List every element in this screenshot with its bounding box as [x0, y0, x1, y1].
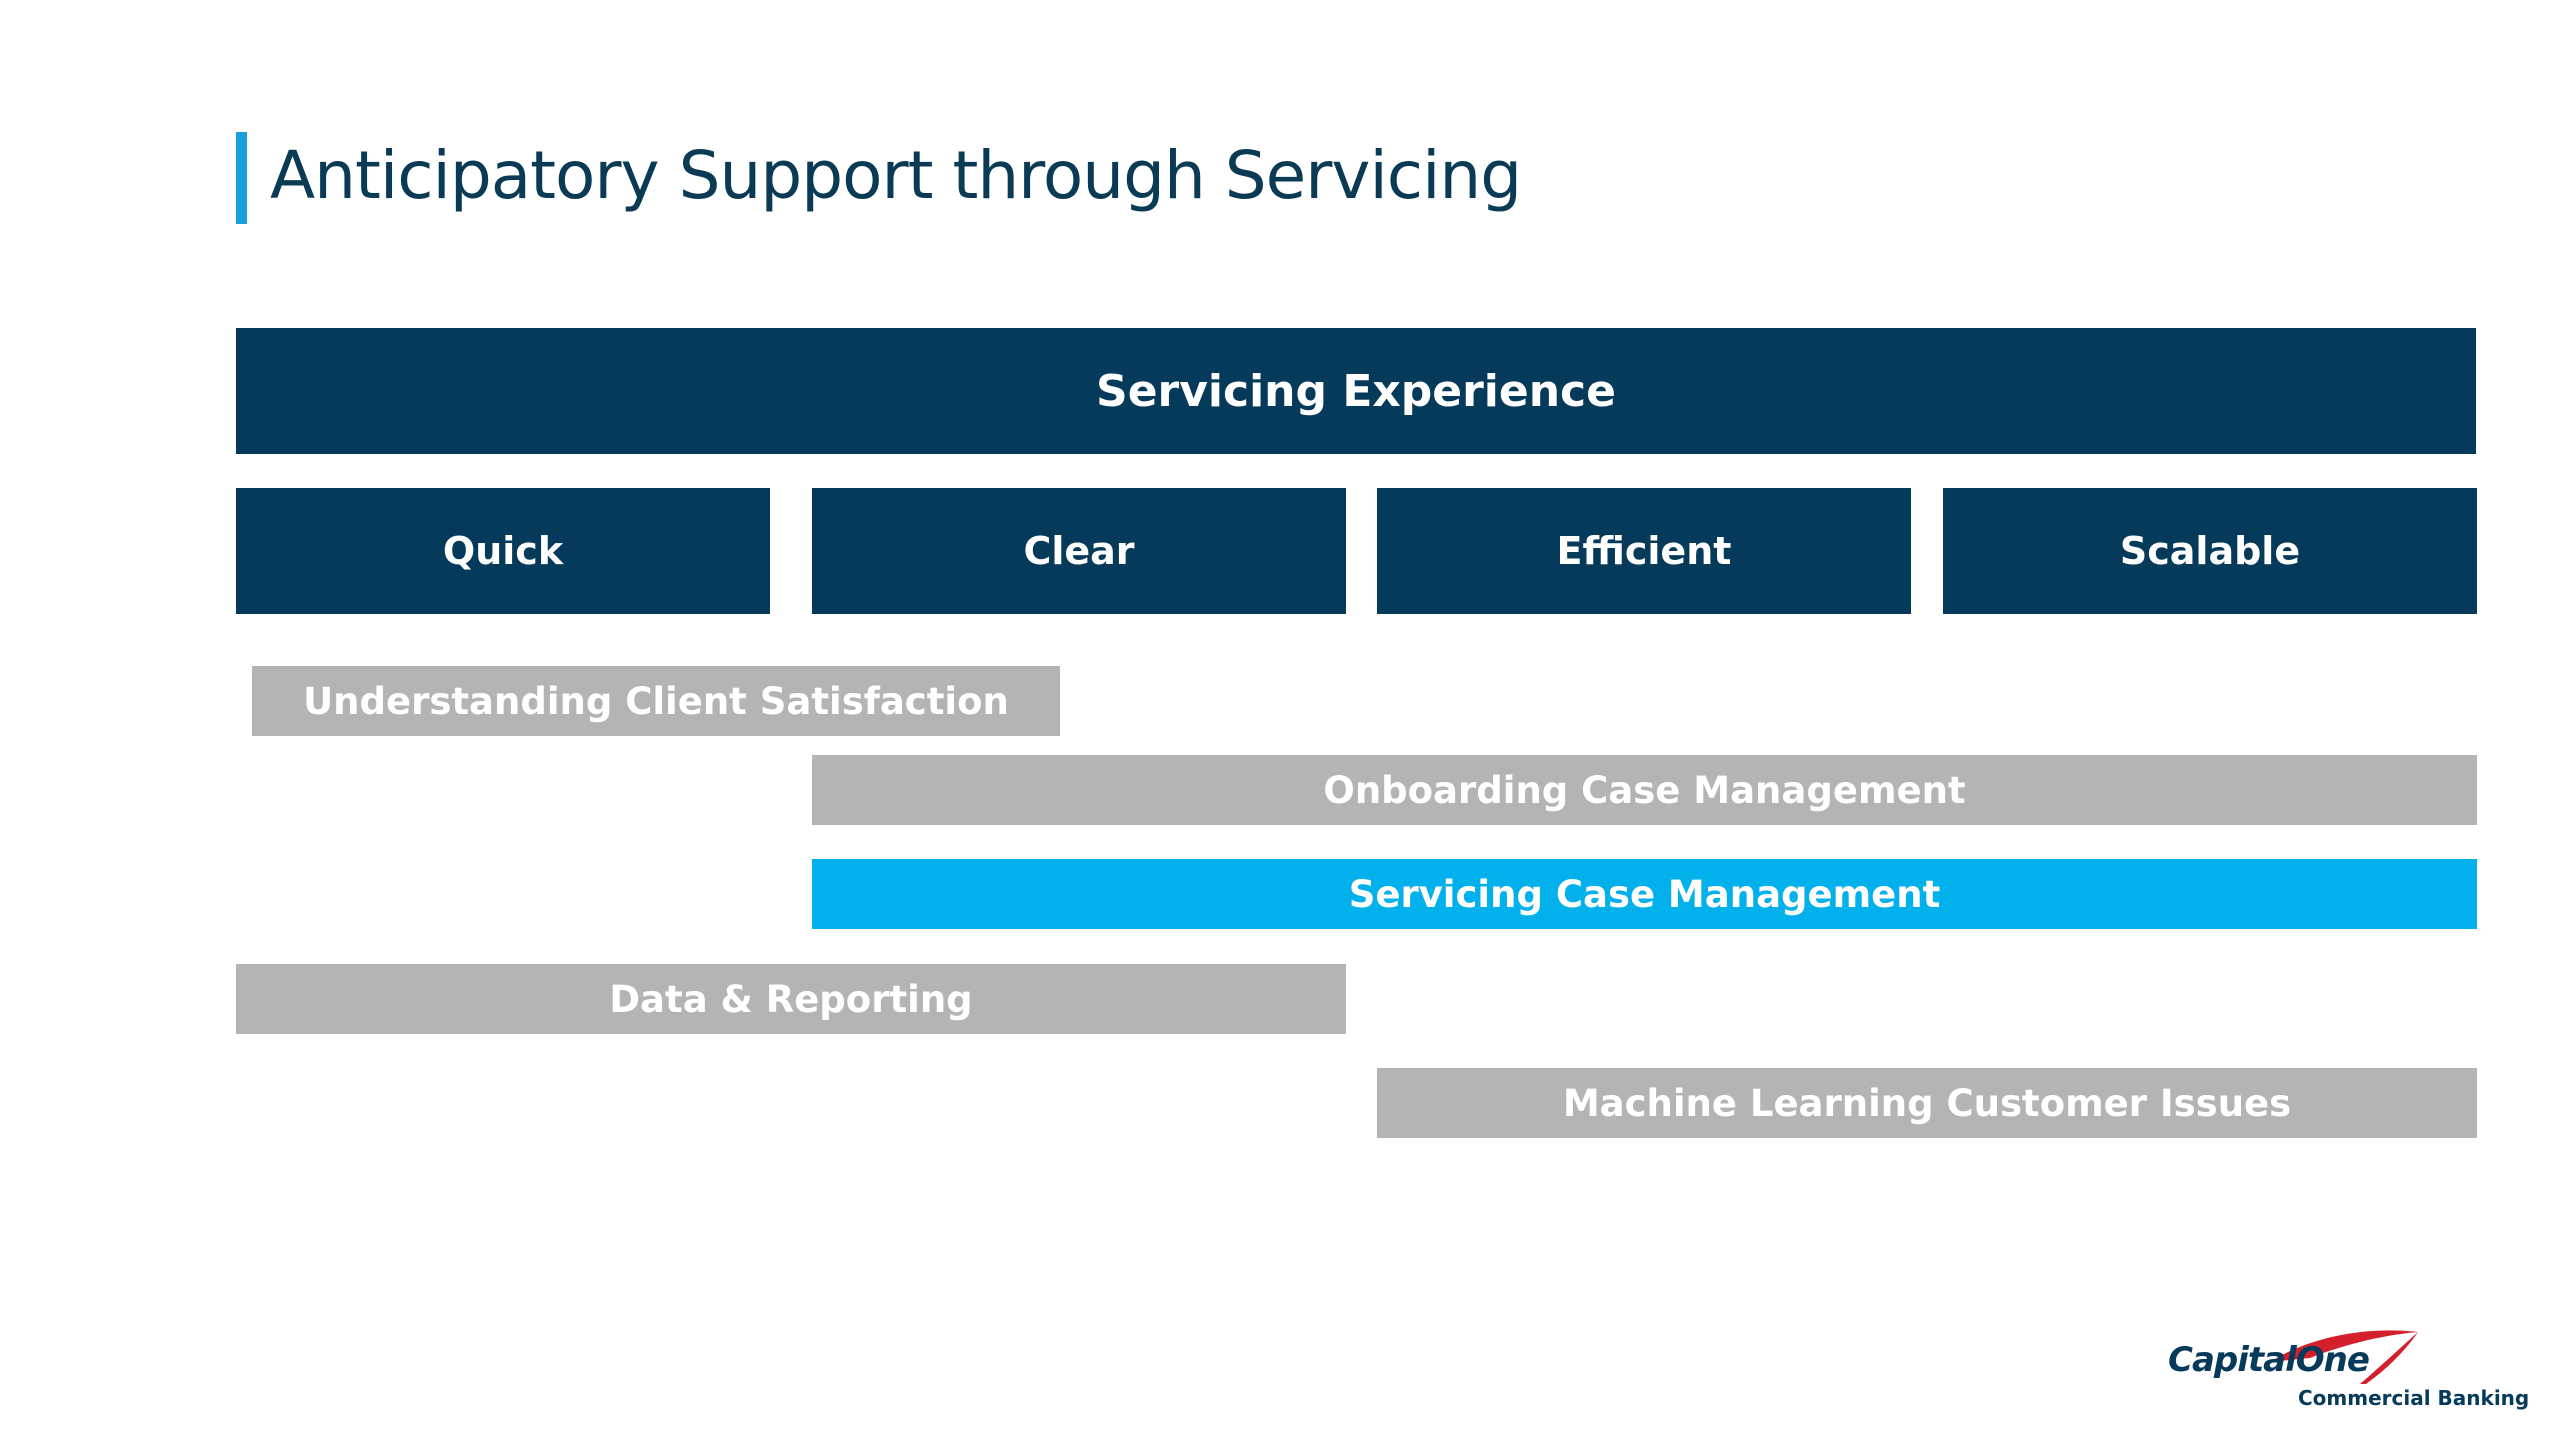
initiative-onboarding-case-management: Onboarding Case Management — [812, 755, 2477, 825]
capital-one-swoosh-icon — [2270, 1330, 2418, 1384]
pillar-scalable: Scalable — [1943, 488, 2477, 614]
servicing-experience-header: Servicing Experience — [236, 328, 2476, 454]
pillar-clear: Clear — [812, 488, 1346, 614]
initiative-servicing-case-management: Servicing Case Management — [812, 859, 2477, 929]
slide-title: Anticipatory Support through Servicing — [270, 137, 1522, 214]
logo-wordmark: CapitalOne — [2168, 1340, 2370, 1380]
initiative-understanding-client-satisfaction: Understanding Client Satisfaction — [252, 666, 1060, 736]
initiative-data-reporting: Data & Reporting — [236, 964, 1346, 1034]
logo-division-label: Commercial Banking — [2298, 1386, 2530, 1410]
capital-one-logo: CapitalOne Commercial Banking — [2160, 1318, 2529, 1418]
initiative-machine-learning-customer-issues: Machine Learning Customer Issues — [1377, 1068, 2477, 1138]
title-accent-bar — [236, 132, 247, 224]
pillar-efficient: Efficient — [1377, 488, 1911, 614]
pillar-quick: Quick — [236, 488, 770, 614]
